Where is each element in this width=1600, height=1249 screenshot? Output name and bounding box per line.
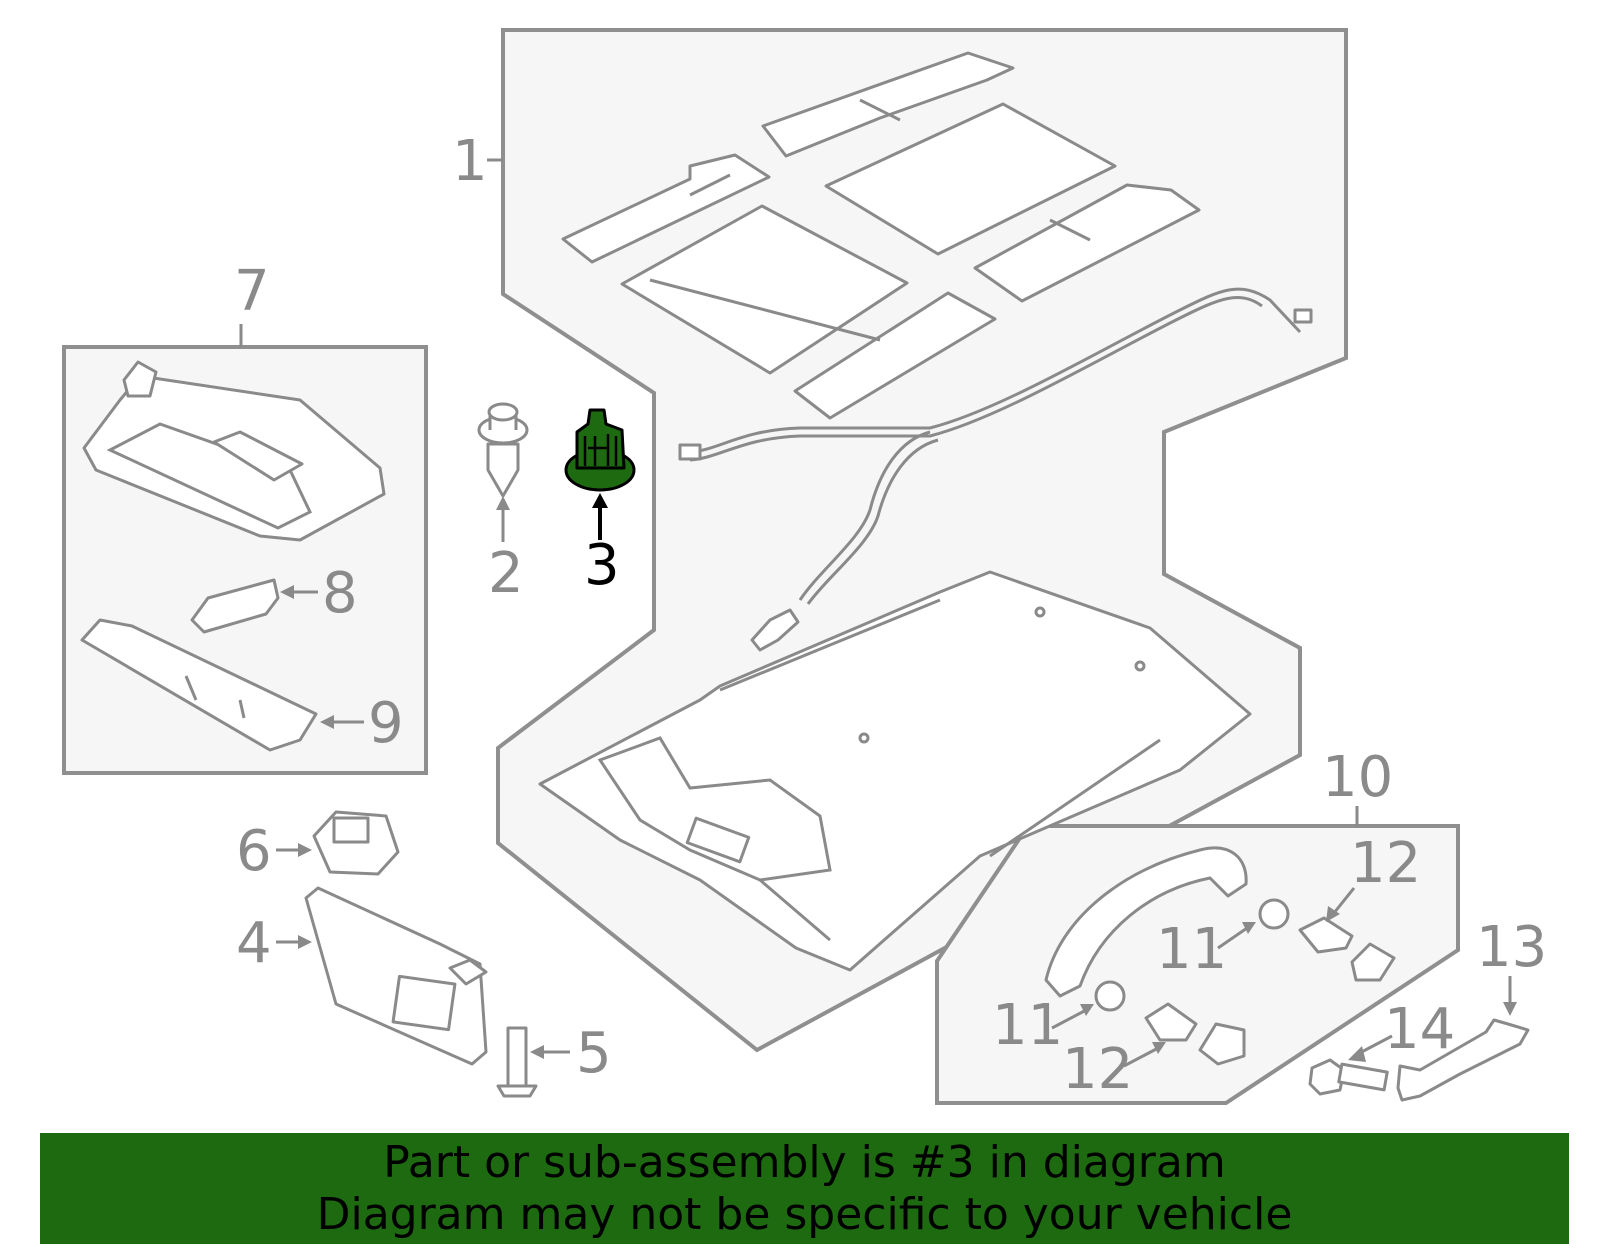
callout-arrow-5: [530, 1045, 570, 1059]
callout-2: 2: [488, 541, 524, 606]
wire-harness: [678, 287, 1313, 652]
bracket: [1396, 1018, 1530, 1102]
callout-13: 13: [1476, 915, 1547, 980]
callout-4: 4: [236, 911, 272, 976]
callout-3: 3: [584, 533, 620, 598]
callout-10: 10: [1322, 745, 1393, 810]
callout-arrow-13: [1503, 976, 1517, 1016]
dome-lamp: [82, 360, 386, 542]
callout-7: 7: [234, 259, 270, 324]
callout-5: 5: [576, 1021, 612, 1086]
headliner: [538, 570, 1252, 972]
callout-arrow-12a: [1326, 887, 1356, 922]
bolt: [1308, 1058, 1389, 1096]
retainer-clip-highlighted: [564, 408, 636, 492]
grab-handle: [1044, 846, 1248, 998]
callout-arrow-11b: [1051, 1004, 1094, 1030]
callout-arrow-11a: [1217, 922, 1256, 950]
callout-6: 6: [236, 819, 272, 884]
headliner-pads: [561, 51, 1201, 420]
callout-arrow-12b: [1123, 1042, 1166, 1068]
callout-1: 1: [452, 129, 488, 194]
callout-11a: 11: [1156, 917, 1227, 982]
callout-8: 8: [322, 561, 358, 626]
visor-holder: [312, 810, 400, 876]
callout-12b: 12: [1062, 1037, 1133, 1102]
grab-handle-zone: [935, 824, 1460, 1105]
callout-9: 9: [368, 691, 404, 756]
callout-11b: 11: [992, 993, 1063, 1058]
banner-line-2: Diagram may not be specific to your vehi…: [316, 1188, 1293, 1240]
sun-visor: [304, 886, 488, 1066]
visor-screw: [496, 1026, 538, 1098]
callout-14: 14: [1384, 997, 1455, 1062]
callout-arrow-6: [276, 843, 312, 857]
callout-arrow-14: [1348, 1034, 1393, 1062]
callout-12a: 12: [1350, 831, 1421, 896]
callout-arrow-3: [592, 493, 608, 540]
callout-arrow-2: [496, 496, 510, 542]
lamp-lens: [80, 618, 318, 752]
callout-arrow-8: [280, 585, 318, 599]
callout-arrow-9: [320, 715, 364, 729]
callout-arrow-4: [276, 935, 312, 949]
handle-clip-upper: [1258, 898, 1396, 982]
lamp-bulb: [190, 578, 280, 634]
push-clip: [477, 402, 529, 498]
handle-clip-lower: [1094, 980, 1246, 1066]
info-banner: Part or sub-assembly is #3 in diagram Di…: [40, 1133, 1569, 1244]
banner-line-1: Part or sub-assembly is #3 in diagram: [383, 1136, 1226, 1188]
